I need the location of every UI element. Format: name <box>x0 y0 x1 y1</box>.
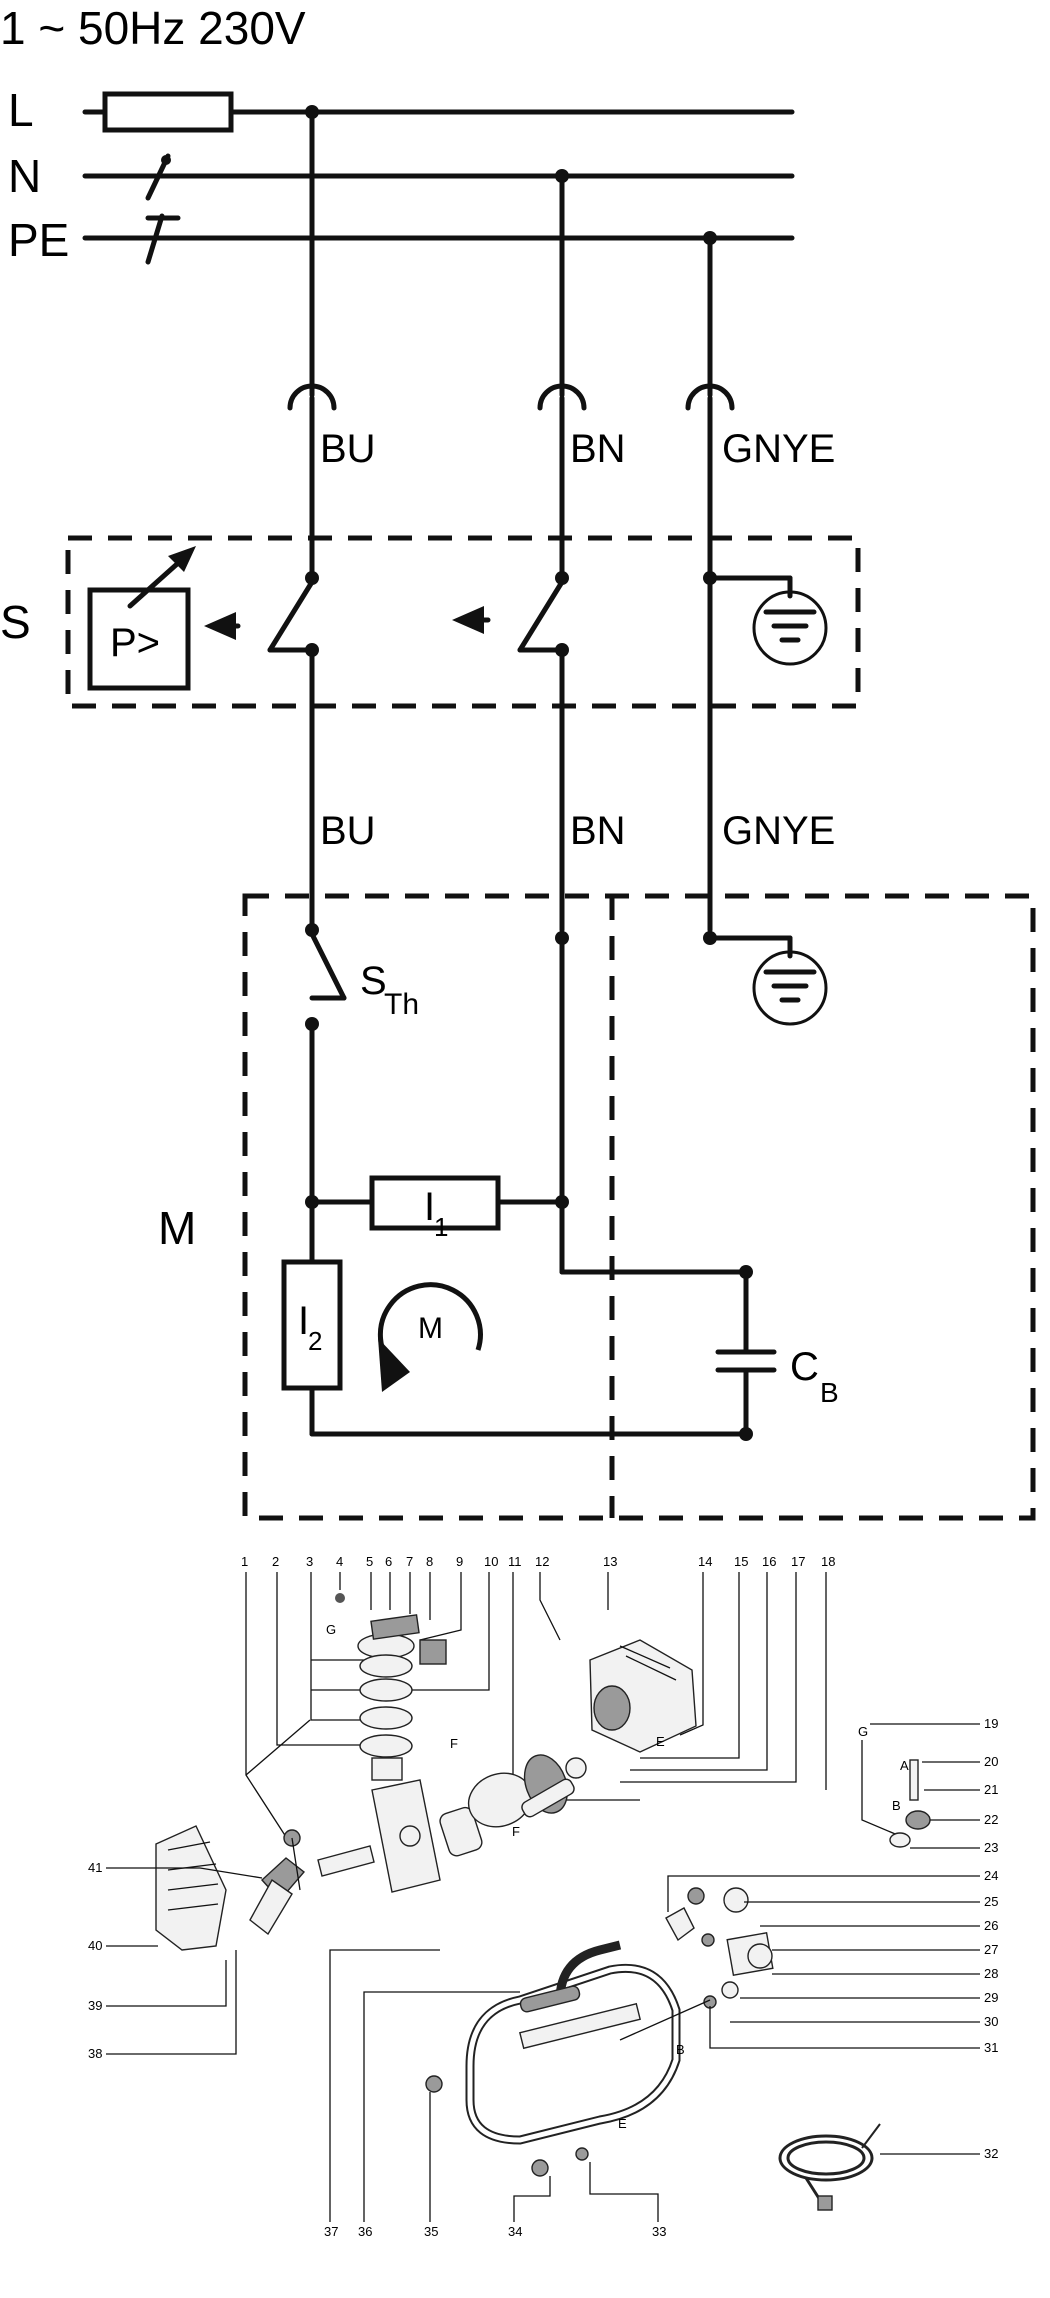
wire-color-bu-upper: BU <box>320 427 376 471</box>
thermal-switch-subscript: Th <box>384 988 419 1021</box>
callout-29: 29 <box>984 1990 998 2005</box>
line-label-l: L <box>8 84 34 136</box>
mark-g1: G <box>326 1622 336 1637</box>
callout-32: 32 <box>984 2146 998 2161</box>
callout-4: 4 <box>336 1554 343 1569</box>
callout-31: 31 <box>984 2040 998 2055</box>
plug-connectors <box>287 383 735 578</box>
callout-2: 2 <box>272 1554 279 1569</box>
callout-1: 1 <box>241 1554 248 1569</box>
callout-15: 15 <box>734 1554 748 1569</box>
callout-24: 24 <box>984 1868 998 1883</box>
mark-a: A <box>900 1758 909 1773</box>
callout-21: 21 <box>984 1782 998 1797</box>
callout-27: 27 <box>984 1942 998 1957</box>
callout-6: 6 <box>385 1554 392 1569</box>
exploded-parts-view: 1 2 3 4 5 6 7 8 9 10 11 12 13 14 15 16 1… <box>88 1554 998 2239</box>
mark-b1: B <box>892 1798 901 1813</box>
callout-23: 23 <box>984 1840 998 1855</box>
motor-housing: E <box>589 1639 697 1753</box>
thermal-switch-label: S <box>360 959 387 1003</box>
callout-13: 13 <box>603 1554 617 1569</box>
callout-25: 25 <box>984 1894 998 1909</box>
callout-16: 16 <box>762 1554 776 1569</box>
coil-i1-subscript: 1 <box>434 1212 448 1242</box>
wire-color-bn-upper: BN <box>570 427 626 471</box>
callout-37: 37 <box>324 2224 338 2239</box>
callout-17: 17 <box>791 1554 805 1569</box>
coil-i1-label: I <box>424 1185 435 1229</box>
motor-symbol-label: M <box>418 1312 443 1345</box>
callout-34: 34 <box>508 2224 522 2239</box>
callout-20: 20 <box>984 1754 998 1769</box>
power-cable <box>778 2123 881 2211</box>
wire-color-gnye-lower: GNYE <box>722 809 835 853</box>
motor-group: M S Th I 1 I 2 <box>158 893 1036 1521</box>
callouts-top: 1 2 3 4 5 6 7 8 9 10 11 12 13 14 15 16 1… <box>241 1554 835 1841</box>
callout-12: 12 <box>535 1554 549 1569</box>
wire-color-bn-lower: BN <box>570 809 626 853</box>
mark-g2: G <box>858 1724 868 1739</box>
callout-8: 8 <box>426 1554 433 1569</box>
motor-rotor: F F <box>439 1736 587 1857</box>
mark-b2: B <box>676 2042 685 2057</box>
feed-wires <box>305 105 717 398</box>
callout-36: 36 <box>358 2224 372 2239</box>
coil-i2-label: I <box>298 1299 309 1343</box>
callout-7: 7 <box>406 1554 413 1569</box>
callout-22: 22 <box>984 1812 998 1827</box>
pressure-switch-label: P> <box>110 621 160 665</box>
line-label-n: N <box>8 150 41 202</box>
line-label-pe: PE <box>8 214 69 266</box>
coil-i2 <box>281 1259 343 1391</box>
wire-color-bu-lower: BU <box>320 809 376 853</box>
callout-10: 10 <box>484 1554 498 1569</box>
callout-26: 26 <box>984 1918 998 1933</box>
callout-30: 30 <box>984 2014 998 2029</box>
callout-35: 35 <box>424 2224 438 2239</box>
callout-19: 19 <box>984 1716 998 1731</box>
callout-18: 18 <box>821 1554 835 1569</box>
fuse-symbol <box>102 91 234 133</box>
callouts-left: 41 40 39 38 <box>88 1860 263 2061</box>
callout-33: 33 <box>652 2224 666 2239</box>
pressure-switch-parts: G A B B <box>619 1724 931 2057</box>
mark-e2: E <box>618 2116 627 2131</box>
compressor-head: G <box>326 1593 447 1893</box>
callout-5: 5 <box>366 1554 373 1569</box>
capacitor-label: C <box>790 1345 819 1389</box>
fan-assembly <box>155 1825 375 1951</box>
callout-9: 9 <box>456 1554 463 1569</box>
callouts-right: 19 20 21 22 23 24 25 26 27 28 29 30 31 <box>667 1716 998 2161</box>
callout-14: 14 <box>698 1554 712 1569</box>
group-label-s: S <box>0 596 31 648</box>
mark-f1: F <box>450 1736 458 1751</box>
trolley-frame: E <box>425 1940 681 2177</box>
callout-28: 28 <box>984 1966 998 1981</box>
callout-41: 41 <box>88 1860 102 1875</box>
callout-39: 39 <box>88 1998 102 2013</box>
mark-f2: F <box>512 1824 520 1839</box>
callouts-bottom: 37 36 35 34 33 <box>324 1949 666 2239</box>
callout-3: 3 <box>306 1554 313 1569</box>
supply-label: 1 ~ 50Hz 230V <box>0 2 306 54</box>
wire-color-gnye-upper: GNYE <box>722 427 835 471</box>
pressure-switch-box <box>87 587 191 691</box>
mark-e1: E <box>656 1734 665 1749</box>
pressure-switch-group: S P> <box>0 535 861 933</box>
callout-11: 11 <box>508 1554 522 1569</box>
callout-40: 40 <box>88 1938 102 1953</box>
callout-38: 38 <box>88 2046 102 2061</box>
coil-i2-subscript: 2 <box>308 1326 322 1356</box>
supply-lines: L N PE <box>8 84 795 266</box>
group-label-m: M <box>158 1202 196 1254</box>
capacitor-subscript: B <box>820 1377 839 1408</box>
